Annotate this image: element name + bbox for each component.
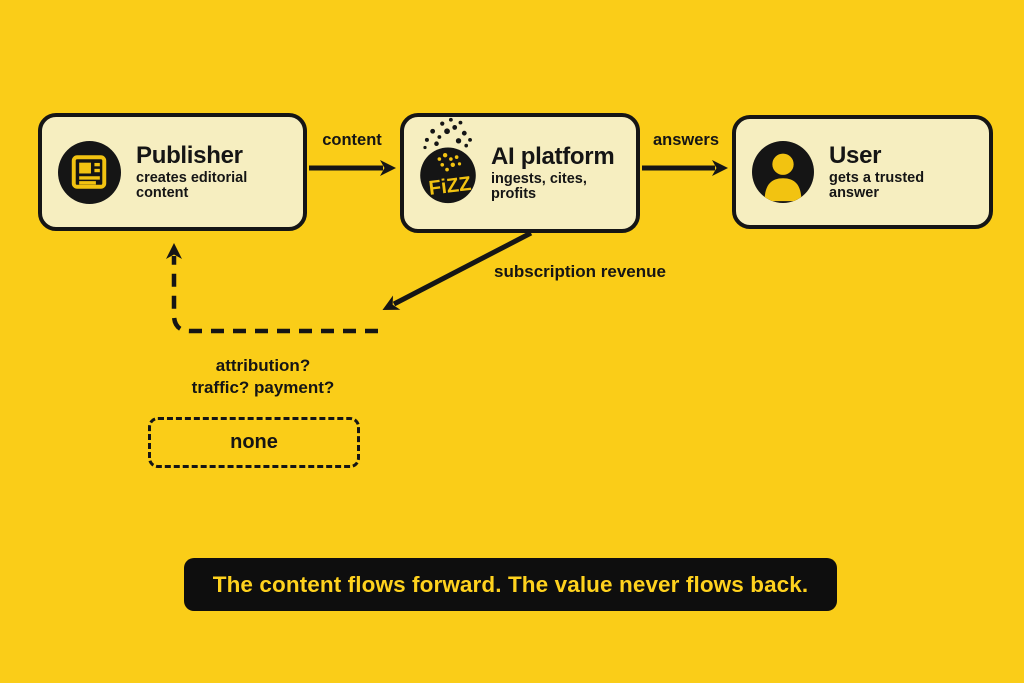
return-question-line2: traffic? payment?: [191, 378, 335, 397]
publisher-subtitle: creates editorial content: [136, 170, 248, 201]
publisher-title: Publisher: [136, 142, 243, 169]
content-flow-label: content: [322, 131, 382, 149]
newspaper-icon: [58, 140, 121, 204]
fizz-wordmark: FiZZ: [428, 173, 473, 200]
return-questions: attribution? traffic? payment?: [150, 355, 376, 399]
user-title: User: [829, 142, 882, 169]
ai-platform-subtitle: ingests, cites, profits: [491, 171, 587, 202]
return-dashed-arrow: [166, 243, 378, 334]
person-icon: [752, 141, 814, 203]
summary-banner: The content flows forward. The value nev…: [184, 558, 837, 611]
none-box: none: [148, 417, 360, 468]
subscription-revenue-label: subscription revenue: [494, 262, 666, 281]
return-question-line1: attribution?: [215, 356, 311, 375]
summary-banner-text: The content flows forward. The value nev…: [212, 571, 809, 597]
ai-platform-title: AI platform: [491, 143, 615, 170]
fizz-icon: FiZZ: [420, 117, 476, 204]
none-label: none: [230, 431, 278, 453]
node-user: User gets a trusted answer: [732, 115, 993, 229]
node-ai-platform: FiZZ AI platform ingests, cites, profits: [400, 113, 640, 233]
user-subtitle: gets a trusted answer: [829, 170, 925, 201]
answers-flow-label: answers: [652, 131, 720, 149]
node-publisher: Publisher creates editorial content: [38, 113, 307, 231]
